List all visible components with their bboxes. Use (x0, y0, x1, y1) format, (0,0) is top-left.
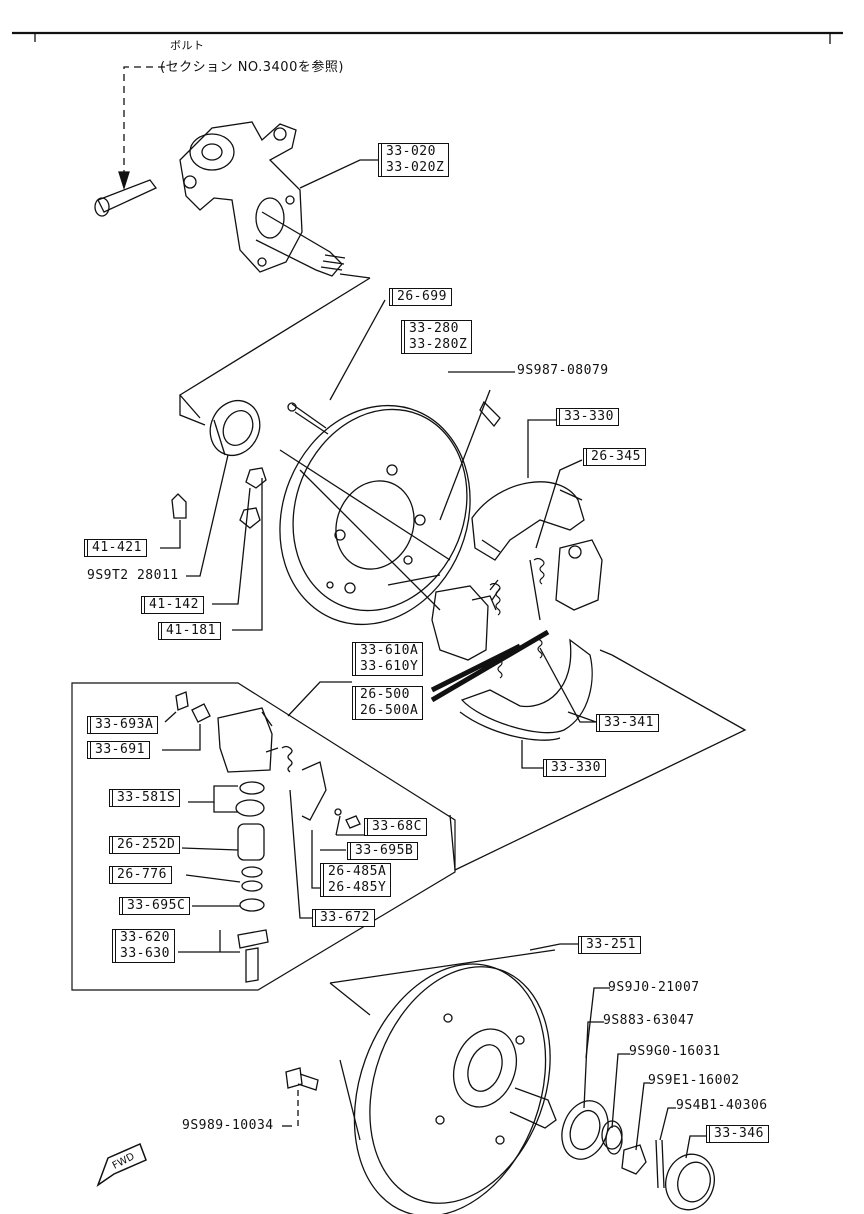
partno-9s4b1[interactable]: 9S4B1-40306 (676, 1098, 768, 1113)
callout-33-280[interactable]: 33-280 33-280Z (401, 320, 473, 354)
fwd-arrow (96, 1142, 147, 1187)
steering-knuckle-drawing (179, 121, 346, 277)
callout-line: 41-142 (149, 597, 199, 612)
callout-line: 33-672 (320, 910, 370, 925)
callout-41-181[interactable]: 41-181 (158, 622, 221, 640)
callout-line: 33-251 (586, 937, 636, 952)
wheel-cylinder-inset-frame (71, 682, 456, 991)
callout-33-610A[interactable]: 33-610A 33-610Y (352, 642, 424, 676)
backing-plate-drawing (279, 404, 471, 626)
bearing-drawing (561, 1100, 623, 1160)
assembly-outline-upper (179, 273, 371, 419)
callout-26-500[interactable]: 26-500 26-500A (352, 686, 424, 720)
callout-line: 33-691 (95, 742, 145, 757)
callout-41-142[interactable]: 41-142 (141, 596, 204, 614)
callout-33-695C[interactable]: 33-695C (119, 897, 191, 915)
callout-33-581S[interactable]: 33-581S (109, 789, 181, 807)
callout-33-695B[interactable]: 33-695B (347, 842, 419, 860)
oil-seal-drawing (209, 400, 261, 456)
callout-line: 26-776 (117, 867, 167, 882)
knuckle-bolt-drawing (94, 179, 158, 217)
callout-33-251[interactable]: 33-251 (578, 936, 641, 954)
leader-lines-lower (282, 943, 706, 1159)
callout-line: 26-252D (117, 837, 176, 852)
callout-33-68C[interactable]: 33-68C (364, 818, 427, 836)
washer-41-181-drawing (239, 507, 261, 529)
grommet-drawing (171, 493, 187, 519)
callout-33-672[interactable]: 33-672 (312, 909, 375, 927)
callout-line: 33-68C (372, 819, 422, 834)
callout-line: 33-280Z (409, 337, 468, 352)
partno-9s9g0[interactable]: 9S9G0-16031 (629, 1044, 721, 1059)
callout-33-693A[interactable]: 33-693A (87, 716, 159, 734)
brake-shoe-lower-drawing (459, 638, 593, 741)
grease-cap-drawing (665, 1153, 715, 1211)
bolt-9s987-drawing (439, 389, 501, 521)
callout-line: 33-630 (120, 946, 170, 961)
callout-line: 33-695B (355, 843, 414, 858)
callout-33-620[interactable]: 33-620 33-630 (112, 929, 175, 963)
callout-line: 33-020 (386, 144, 436, 159)
callout-33-691[interactable]: 33-691 (87, 741, 150, 759)
callout-33-330-lower[interactable]: 33-330 (543, 759, 606, 777)
callout-26-485A[interactable]: 26-485A 26-485Y (320, 863, 392, 897)
bolt-note-section-ref: (セクション NO.3400を参照) (160, 60, 344, 75)
callout-line: 33-581S (117, 790, 176, 805)
bolt-26-699-drawing (287, 299, 386, 435)
callout-33-341[interactable]: 33-341 (596, 714, 659, 732)
callout-line: 26-485A (328, 864, 387, 879)
callout-line: 26-500 (360, 687, 410, 702)
callout-line: 33-020Z (386, 160, 445, 175)
callout-line: 33-693A (95, 717, 154, 732)
callout-pointer-bars (430, 629, 550, 703)
wheel-cylinder-right-drawing (529, 539, 603, 621)
callout-line: 33-695C (127, 898, 186, 913)
callout-line: 33-280 (409, 321, 459, 336)
callout-line: 26-485Y (328, 880, 387, 895)
washer-drawing (605, 1125, 623, 1155)
callout-line: 41-421 (92, 540, 142, 555)
callout-26-776[interactable]: 26-776 (109, 866, 172, 884)
callout-line: 26-500A (360, 703, 419, 718)
callout-line: 33-610Y (360, 659, 419, 674)
callout-line: 26-345 (591, 449, 641, 464)
partno-9s9j0[interactable]: 9S9J0-21007 (608, 980, 700, 995)
callout-33-330-upper[interactable]: 33-330 (556, 408, 619, 426)
bolt-note-title: ボルト (170, 39, 205, 52)
callout-33-346[interactable]: 33-346 (706, 1125, 769, 1143)
callout-26-345[interactable]: 26-345 (583, 448, 646, 466)
brake-drum-drawing (339, 963, 557, 1214)
callout-line: 33-620 (120, 930, 170, 945)
nut-41-142-drawing (245, 467, 267, 489)
callout-line: 41-181 (166, 623, 216, 638)
cotter-pin-drawing (655, 1139, 665, 1189)
callout-line: 33-330 (551, 760, 601, 775)
partno-9s987[interactable]: 9S987-08079 (517, 363, 609, 378)
callout-41-421[interactable]: 41-421 (84, 539, 147, 557)
nut-drawing (621, 1144, 647, 1175)
assembly-outline-lower (329, 949, 556, 1016)
partno-9s883[interactable]: 9S883-63047 (603, 1013, 695, 1028)
callout-26-252D[interactable]: 26-252D (109, 836, 181, 854)
callout-line: 33-346 (714, 1126, 764, 1141)
hub-bolt-drawing (285, 1067, 319, 1130)
partno-9s9t2[interactable]: 9S9T2 28011 (87, 568, 179, 583)
partno-9s989[interactable]: 9S989-10034 (182, 1118, 274, 1133)
assembly-outline-middle (387, 574, 747, 871)
note-leader (123, 66, 165, 185)
callout-line: 33-341 (604, 715, 654, 730)
wheel-cylinder-center-drawing (431, 579, 501, 661)
callout-line: 33-610A (360, 643, 419, 658)
callout-26-699[interactable]: 26-699 (389, 288, 452, 306)
partno-9s9e1[interactable]: 9S9E1-16002 (648, 1073, 740, 1088)
callout-line: 33-330 (564, 409, 614, 424)
leader-lines-middle (160, 371, 597, 953)
inset-parts-drawing (175, 691, 361, 983)
callout-33-020[interactable]: 33-020 33-020Z (378, 143, 450, 177)
brake-shoe-upper-drawing (471, 481, 585, 561)
callout-line: 26-699 (397, 289, 447, 304)
